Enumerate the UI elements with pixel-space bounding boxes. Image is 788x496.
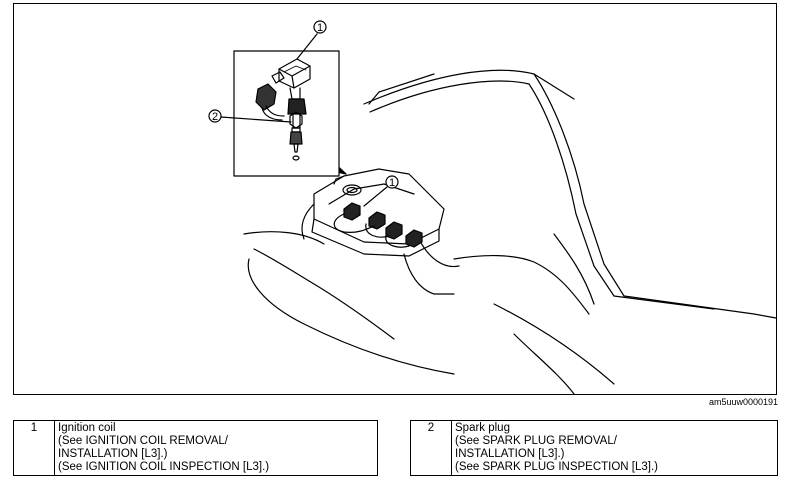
legend-row: 1 Ignition coil (See IGNITION COIL REMOV… <box>13 420 378 476</box>
diagram-frame: 1 2 1 <box>13 3 777 395</box>
legend-reference: INSTALLATION [L3].) <box>58 448 168 460</box>
legend-number: 1 <box>13 420 55 476</box>
callout-number: 1 <box>389 177 395 189</box>
legend-table-ignition-coil: 1 Ignition coil (See IGNITION COIL REMOV… <box>13 420 378 476</box>
ignition-coils-installed <box>333 202 423 248</box>
legend-reference: (See SPARK PLUG INSPECTION [L3].) <box>455 461 659 473</box>
ignition-coil-enlarged-drawing <box>271 58 311 129</box>
spark-plug-drawing <box>289 111 303 161</box>
legend-reference: (See IGNITION COIL INSPECTION [L3].) <box>58 461 270 473</box>
legend-description: Ignition coil (See IGNITION COIL REMOVAL… <box>54 420 378 476</box>
legend-row: 2 Spark plug (See SPARK PLUG REMOVAL/ IN… <box>410 420 778 476</box>
coil-connector <box>255 83 285 121</box>
legend-reference: (See IGNITION COIL REMOVAL/ <box>58 435 228 447</box>
legend-table-spark-plug: 2 Spark plug (See SPARK PLUG REMOVAL/ IN… <box>410 420 778 476</box>
detail-box <box>233 50 340 177</box>
legend-number: 2 <box>410 420 452 476</box>
callout-number: 1 <box>317 22 323 34</box>
callout-2 <box>208 109 292 123</box>
legend-item-name: Spark plug <box>455 422 510 434</box>
callout-number: 2 <box>212 111 218 123</box>
callout-1-top <box>296 20 327 60</box>
legend-reference: (See SPARK PLUG REMOVAL/ <box>455 435 617 447</box>
legend-reference: INSTALLATION [L3].) <box>455 448 565 460</box>
figure-code: am5uuw0000191 <box>708 397 778 407</box>
legend-item-name: Ignition coil <box>58 422 116 434</box>
engine-diagram: 1 2 1 <box>208 20 777 395</box>
callout-1-engine <box>363 175 399 207</box>
engine-bay-outline <box>243 69 777 395</box>
legend-description: Spark plug (See SPARK PLUG REMOVAL/ INST… <box>451 420 778 476</box>
